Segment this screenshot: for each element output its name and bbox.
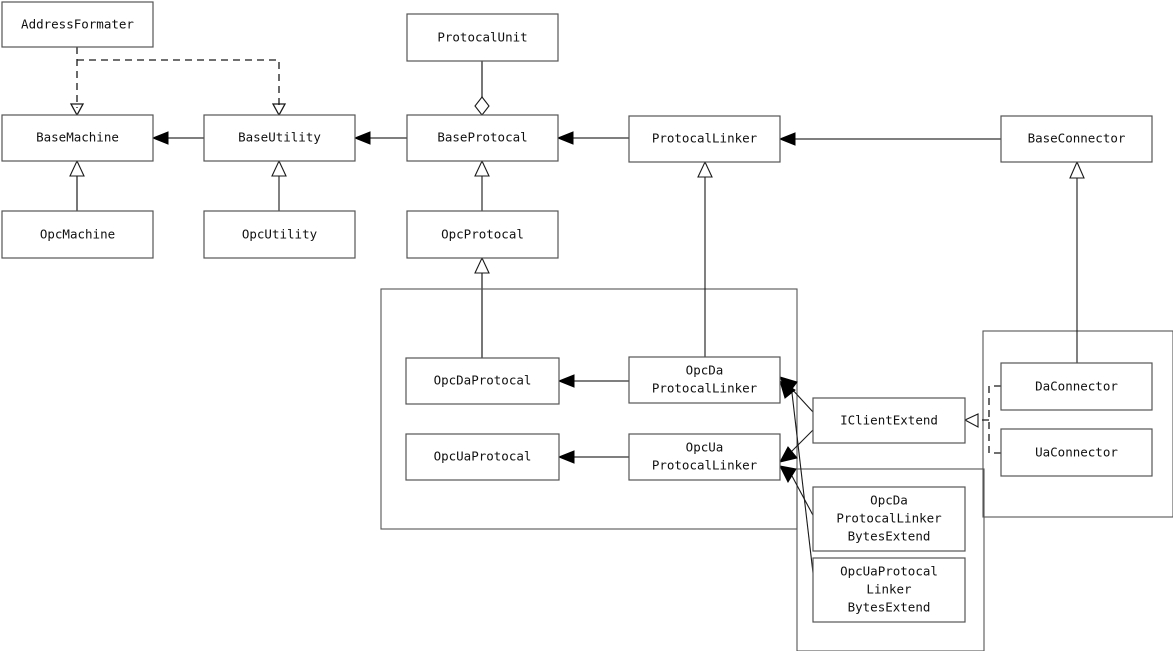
class-node-address-formater[interactable]: AddressFormater (1, 1, 154, 48)
class-label-base-machine: BaseMachine (36, 130, 119, 145)
class-node-opc-machine[interactable]: OpcMachine (1, 210, 154, 259)
class-node-iclient-extend[interactable]: IClientExtend (812, 397, 966, 444)
edge-opcprotocal-baseprotocal (474, 159, 490, 211)
edge-baseutility-basemachine (151, 131, 204, 145)
group-box-extend (796, 468, 985, 651)
edge-dabytesextend-opcualinker (779, 465, 816, 520)
class-label-opc-da-protocal-linker-line1: OpcDa (686, 363, 724, 378)
class-node-opc-da-protocal-linker[interactable]: OpcDa ProtocalLinker (628, 356, 781, 404)
class-node-protocal-unit[interactable]: ProtocalUnit (406, 13, 559, 62)
class-label-ua-bytes-extend-line3: BytesExtend (848, 600, 931, 615)
group-rectangles (380, 288, 1173, 651)
class-label-opc-machine: OpcMachine (40, 227, 115, 242)
class-node-opc-da-protocal[interactable]: OpcDaProtocal (405, 357, 560, 405)
class-label-ua-connector: UaConnector (1035, 445, 1118, 460)
class-node-opc-ua-protocal[interactable]: OpcUaProtocal (405, 433, 560, 481)
edge-uabytesextend-opcdalinker (779, 379, 816, 591)
edge-opcdalinker-protocallinker (697, 160, 713, 357)
edge-protocalunit-baseprotocal (474, 61, 490, 116)
edge-addressformater-baseutility (77, 59, 287, 117)
class-node-base-utility[interactable]: BaseUtility (203, 114, 356, 162)
class-label-opc-utility: OpcUtility (242, 227, 318, 242)
edge-daconnector-baseconnector (1069, 160, 1085, 363)
class-node-opc-utility[interactable]: OpcUtility (203, 210, 356, 259)
edge-addressformater-basemachine (69, 47, 85, 117)
class-label-da-bytes-extend-line3: BytesExtend (848, 529, 931, 544)
class-label-da-connector: DaConnector (1035, 379, 1118, 394)
class-node-da-connector[interactable]: DaConnector (1000, 362, 1153, 411)
class-label-opc-ua-protocal-linker-line2: ProtocalLinker (652, 458, 758, 473)
class-boxes: AddressFormater ProtocalUnit BaseMachine… (1, 1, 1153, 623)
class-label-da-bytes-extend-line1: OpcDa (870, 493, 908, 508)
class-node-opc-ua-protocal-linker-bytes-extend[interactable]: OpcUaProtocal Linker BytesExtend (812, 557, 966, 623)
class-node-opc-da-protocal-linker-bytes-extend[interactable]: OpcDa ProtocalLinker BytesExtend (812, 486, 966, 552)
edge-connectors-iclientextend (963, 385, 1001, 454)
relationship-edges (69, 47, 1085, 591)
edge-baseprotocal-baseutility (353, 131, 407, 145)
edge-protocallinker-baseprotocal (556, 131, 629, 145)
edge-opcdalinker-opcdaprotocal (557, 374, 629, 388)
class-label-opc-da-protocal: OpcDaProtocal (434, 373, 532, 388)
class-label-opc-protocal: OpcProtocal (441, 227, 524, 242)
group-box-connector (982, 330, 1173, 518)
class-node-ua-connector[interactable]: UaConnector (1000, 428, 1153, 477)
group-box-protocal (380, 288, 798, 530)
class-node-opc-ua-protocal-linker[interactable]: OpcUa ProtocalLinker (628, 433, 781, 481)
class-label-base-protocal: BaseProtocal (437, 130, 527, 145)
class-node-base-machine[interactable]: BaseMachine (1, 114, 154, 162)
edge-baseconnector-protocallinker (778, 132, 1001, 146)
class-label-iclient-extend: IClientExtend (840, 413, 938, 428)
class-node-opc-protocal[interactable]: OpcProtocal (406, 210, 559, 259)
class-label-protocal-unit: ProtocalUnit (437, 30, 527, 45)
edge-opcmachine-basemachine (69, 159, 85, 211)
edge-iclientextend-opcualinker (779, 429, 814, 463)
class-label-address-formater: AddressFormater (21, 17, 134, 32)
class-label-opc-ua-protocal-linker-line1: OpcUa (686, 440, 724, 455)
class-node-base-protocal[interactable]: BaseProtocal (406, 114, 559, 162)
class-label-opc-da-protocal-linker-line2: ProtocalLinker (652, 381, 758, 396)
class-label-base-utility: BaseUtility (238, 130, 321, 145)
class-node-protocal-linker[interactable]: ProtocalLinker (628, 115, 781, 163)
class-label-ua-bytes-extend-line1: OpcUaProtocal (840, 564, 938, 579)
class-label-protocal-linker: ProtocalLinker (652, 131, 758, 146)
edge-opcualinker-opcuaprotocal (557, 450, 629, 464)
class-node-base-connector[interactable]: BaseConnector (1000, 115, 1153, 163)
class-label-da-bytes-extend-line2: ProtocalLinker (836, 511, 942, 526)
class-label-opc-ua-protocal: OpcUaProtocal (434, 449, 532, 464)
class-label-base-connector: BaseConnector (1028, 131, 1126, 146)
edge-opcutility-baseutility (271, 159, 287, 211)
class-label-ua-bytes-extend-line2: Linker (866, 582, 912, 597)
edge-opcdaprotocal-opcprotocal (474, 256, 490, 358)
